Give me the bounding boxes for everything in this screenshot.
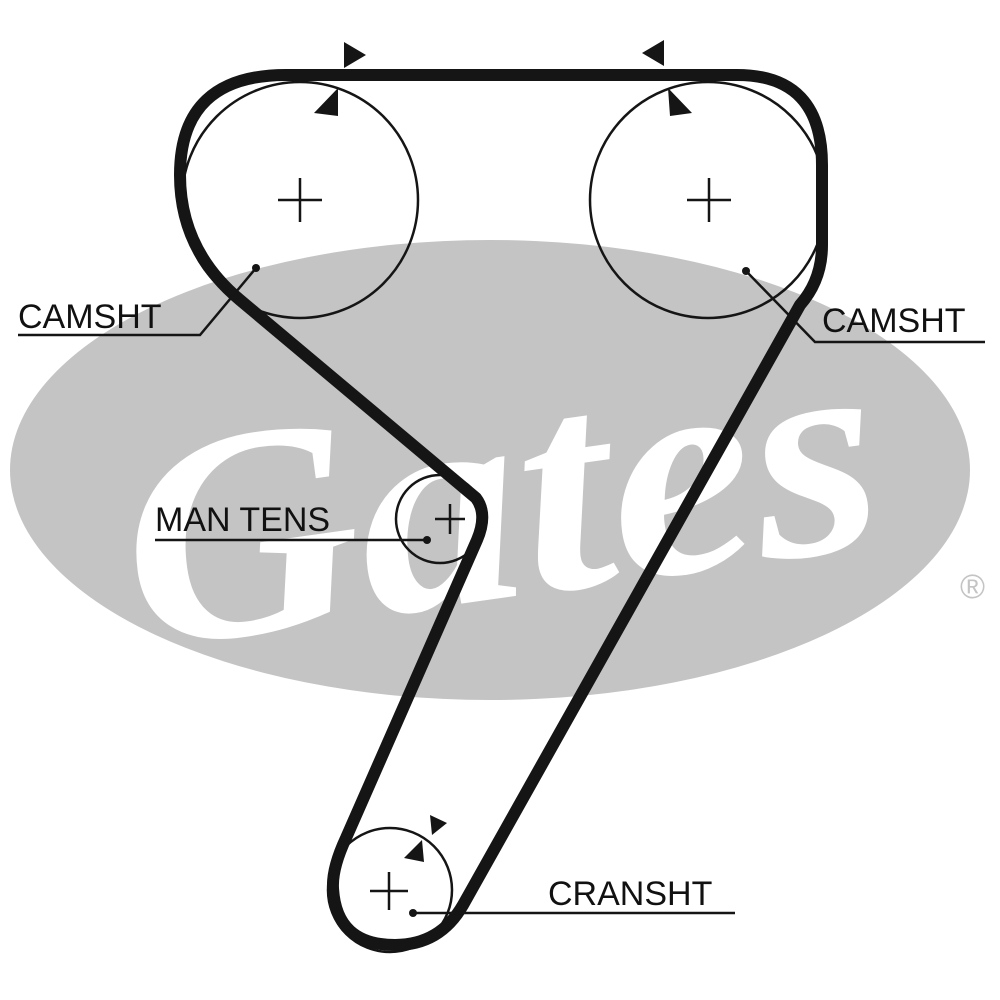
camshaft-left-label: CAMSHT — [18, 298, 162, 336]
timing-mark-arrow — [668, 88, 692, 116]
leader-lines — [18, 267, 985, 915]
leader-dot — [423, 536, 431, 544]
registered-mark: ® — [960, 568, 985, 606]
tensioner-label: MAN TENS — [155, 501, 330, 539]
leader-dot — [252, 264, 260, 272]
camshaft-left-leader — [18, 267, 257, 337]
timing-mark-arrow — [642, 40, 664, 66]
leader-dot — [742, 267, 750, 275]
timing-marks — [314, 40, 692, 862]
timing-mark-arrow — [404, 840, 424, 862]
timing-belt — [174, 69, 828, 951]
camshaft-right-leader — [745, 270, 985, 344]
timing-mark-arrow — [430, 815, 447, 835]
center-marks — [278, 178, 731, 910]
gates-watermark: Gates ® — [10, 240, 985, 713]
camshaft-left-center-cross — [278, 178, 322, 222]
timing-mark-arrow — [314, 88, 338, 116]
leader-dots — [252, 264, 750, 917]
timing-mark-arrow — [344, 42, 366, 68]
camshaft-right-label: CAMSHT — [822, 302, 966, 340]
crankshaft-label: CRANSHT — [548, 875, 712, 913]
leader-dot — [409, 909, 417, 917]
crankshaft-center-cross — [370, 872, 408, 910]
tensioner-center-cross — [435, 504, 465, 534]
watermark-ellipse — [10, 240, 970, 700]
camshaft-right-center-cross — [687, 178, 731, 222]
